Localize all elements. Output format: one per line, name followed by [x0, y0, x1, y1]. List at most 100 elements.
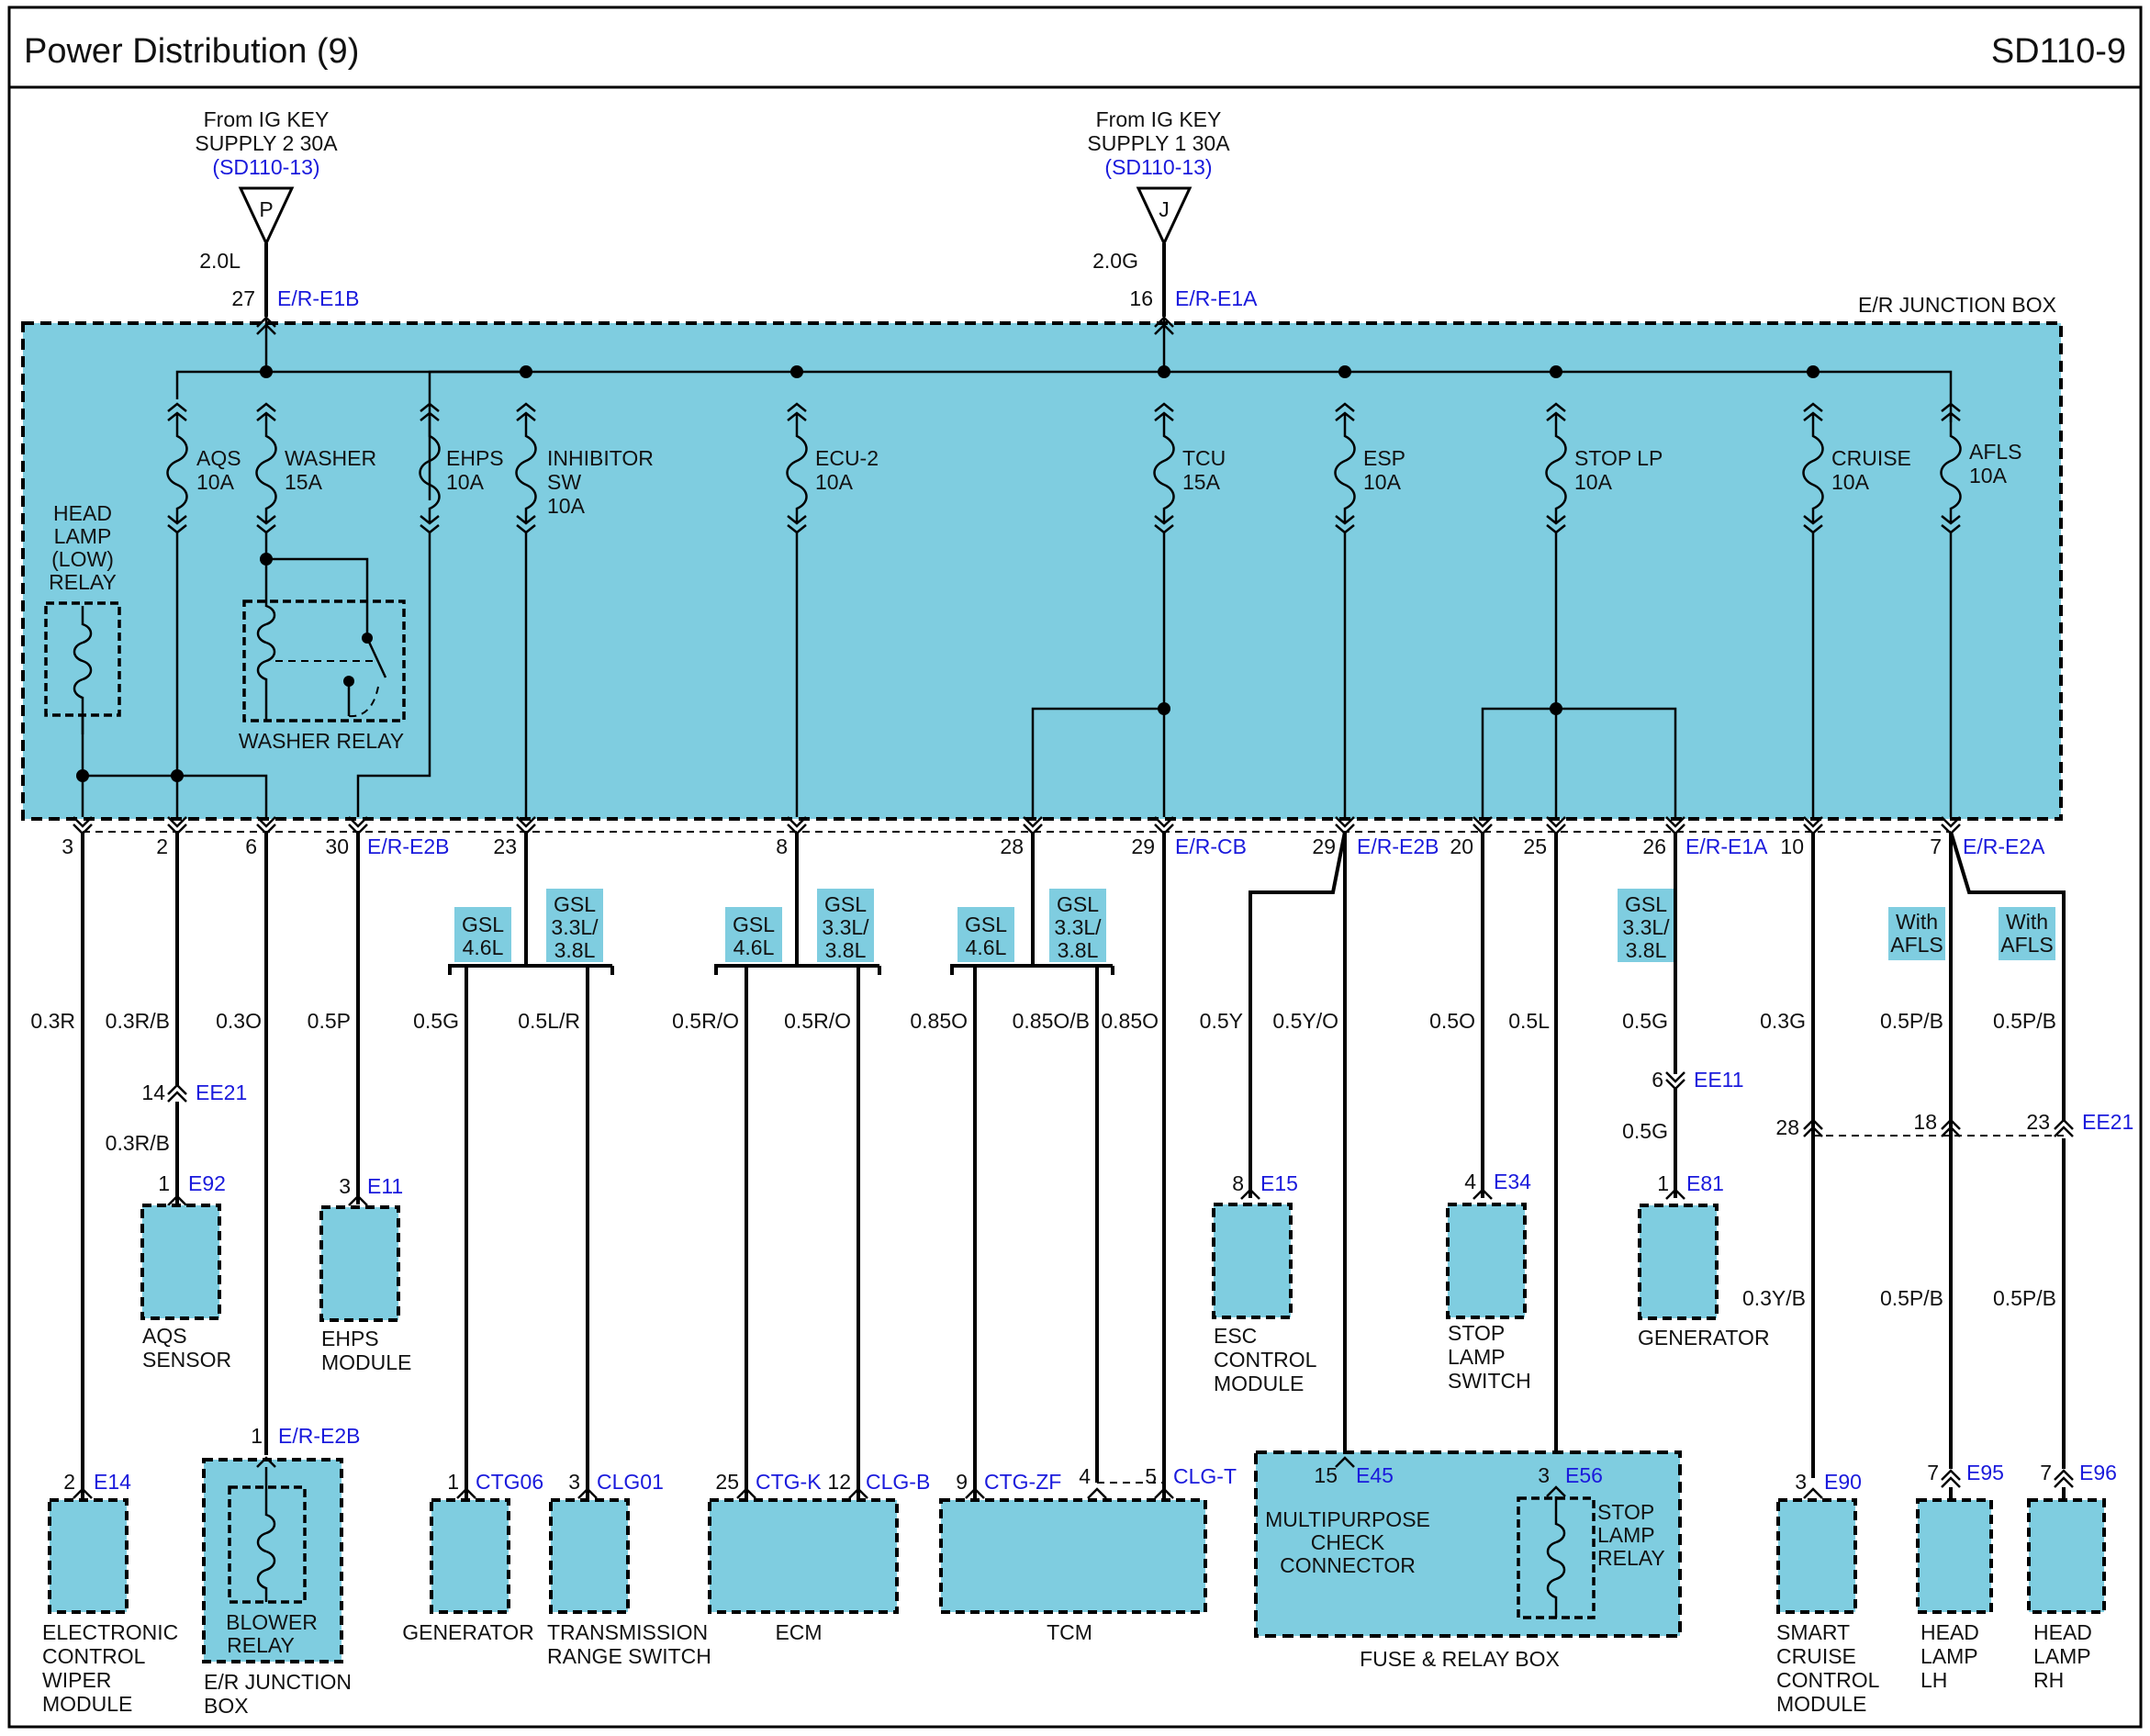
svg-text:LAMP: LAMP — [2033, 1644, 2091, 1668]
svg-text:RANGE SWITCH: RANGE SWITCH — [547, 1644, 711, 1668]
svg-text:9: 9 — [956, 1470, 968, 1494]
svg-text:1: 1 — [158, 1171, 170, 1195]
svg-text:3.3L/: 3.3L/ — [822, 915, 869, 939]
svg-text:5: 5 — [1145, 1464, 1157, 1488]
svg-text:AFLS: AFLS — [1969, 440, 2022, 464]
svg-text:23: 23 — [493, 834, 517, 858]
wire-labels: 0.3R 0.3R/B 0.3O 0.5P 0.5G 0.5L/R 0.5R/O… — [30, 1009, 2056, 1310]
svg-text:GENERATOR: GENERATOR — [402, 1620, 534, 1644]
svg-text:MODULE: MODULE — [42, 1692, 132, 1716]
washer-relay: WASHER RELAY — [239, 532, 406, 753]
svg-text:CTG06: CTG06 — [476, 1470, 543, 1494]
svg-text:P: P — [259, 197, 273, 221]
svg-text:WASHER RELAY: WASHER RELAY — [239, 729, 404, 753]
svg-text:E/R-E1A: E/R-E1A — [1685, 834, 1768, 858]
svg-text:SMART: SMART — [1776, 1620, 1850, 1644]
svg-text:GSL: GSL — [554, 892, 596, 916]
svg-text:10A: 10A — [1969, 464, 2008, 487]
generator-ctg06: 1 CTG06 GENERATOR — [402, 1470, 543, 1644]
svg-text:MODULE: MODULE — [321, 1350, 411, 1374]
svg-text:E14: E14 — [94, 1470, 131, 1494]
svg-text:WASHER: WASHER — [285, 446, 376, 470]
svg-text:AFLS: AFLS — [1890, 933, 1943, 957]
svg-text:AQS: AQS — [196, 446, 241, 470]
svg-text:0.5Y/O: 0.5Y/O — [1272, 1009, 1338, 1033]
svg-text:ELECTRONIC: ELECTRONIC — [42, 1620, 178, 1644]
svg-text:10A: 10A — [815, 470, 854, 494]
svg-text:27: 27 — [231, 286, 255, 310]
svg-text:10: 10 — [1780, 834, 1804, 858]
svg-text:3: 3 — [568, 1470, 580, 1494]
svg-text:STOP LP: STOP LP — [1574, 446, 1663, 470]
svg-text:3.3L/: 3.3L/ — [1054, 915, 1102, 939]
svg-text:3: 3 — [62, 834, 73, 858]
er-junction-box — [21, 321, 2063, 821]
svg-text:STOP: STOP — [1448, 1321, 1505, 1345]
smart-cruise-control-module: 3 E90 SMART CRUISE CONTROL MODULE — [1776, 1470, 1880, 1716]
svg-text:LAMP: LAMP — [1448, 1345, 1506, 1369]
svg-text:EHPS: EHPS — [446, 446, 504, 470]
svg-text:3.8L: 3.8L — [1626, 938, 1667, 962]
svg-text:7: 7 — [1930, 834, 1942, 858]
svg-text:3.8L: 3.8L — [825, 938, 867, 962]
svg-text:TCM: TCM — [1047, 1620, 1092, 1644]
svg-text:(LOW): (LOW) — [51, 547, 114, 571]
svg-text:3.3L/: 3.3L/ — [1622, 915, 1670, 939]
svg-text:GSL: GSL — [965, 913, 1007, 936]
page-frame — [7, 6, 2143, 1729]
svg-text:EHPS: EHPS — [321, 1327, 379, 1350]
svg-text:6: 6 — [245, 834, 257, 858]
svg-text:CONTROL: CONTROL — [1214, 1348, 1317, 1372]
svg-text:E81: E81 — [1686, 1171, 1724, 1195]
svg-text:0.5P: 0.5P — [308, 1009, 351, 1033]
svg-text:E56: E56 — [1565, 1463, 1603, 1487]
svg-text:MODULE: MODULE — [1776, 1692, 1866, 1716]
blower-relay: 1 E/R-E2B BLOWER RELAY E/R JUNCTION BOX — [202, 1424, 360, 1718]
svg-text:3: 3 — [339, 1174, 351, 1198]
svg-text:E96: E96 — [2079, 1461, 2117, 1484]
svg-text:LAMP: LAMP — [54, 524, 112, 548]
svg-text:0.5G: 0.5G — [413, 1009, 459, 1033]
svg-text:3.8L: 3.8L — [1058, 938, 1099, 962]
svg-text:AQS: AQS — [142, 1324, 187, 1348]
svg-text:CONNECTOR: CONNECTOR — [1280, 1553, 1416, 1577]
svg-text:15A: 15A — [285, 470, 323, 494]
fuse-esp: ESP 10A — [1334, 402, 1405, 534]
svg-text:FUSE & RELAY BOX: FUSE & RELAY BOX — [1360, 1647, 1560, 1671]
svg-text:GSL: GSL — [1057, 892, 1099, 916]
inline-connector-ee21-aqs: 14 EE21 — [141, 1081, 247, 1104]
svg-text:10A: 10A — [196, 470, 235, 494]
svg-text:HEAD: HEAD — [2033, 1620, 2092, 1644]
svg-text:10A: 10A — [1574, 470, 1613, 494]
svg-text:10A: 10A — [446, 470, 485, 494]
svg-text:4: 4 — [1464, 1170, 1476, 1193]
internal-wiring — [76, 532, 1953, 817]
svg-text:3.8L: 3.8L — [554, 938, 596, 962]
svg-text:0.5G: 0.5G — [1622, 1009, 1668, 1033]
svg-text:20: 20 — [1450, 834, 1473, 858]
svg-text:0.3R: 0.3R — [30, 1009, 75, 1033]
svg-text:10A: 10A — [1831, 470, 1870, 494]
svg-text:LAMP: LAMP — [1920, 1644, 1978, 1668]
svg-text:10A: 10A — [547, 494, 586, 518]
svg-text:HEAD: HEAD — [53, 501, 112, 525]
svg-text:BLOWER: BLOWER — [226, 1610, 318, 1634]
svg-text:E/R JUNCTION: E/R JUNCTION — [204, 1670, 352, 1694]
svg-text:23: 23 — [2026, 1110, 2050, 1134]
electronic-control-wiper-module: 2 E14 ELECTRONIC CONTROL WIPER MODULE — [42, 1470, 178, 1716]
svg-text:SWITCH: SWITCH — [1448, 1369, 1531, 1393]
svg-text:WIPER: WIPER — [42, 1668, 111, 1692]
svg-text:6: 6 — [1652, 1068, 1663, 1092]
fuse-cruise: CRUISE 10A — [1802, 402, 1911, 534]
svg-text:28: 28 — [1775, 1115, 1799, 1139]
svg-text:16: 16 — [1129, 286, 1153, 310]
svg-text:ECM: ECM — [775, 1620, 822, 1644]
svg-text:29: 29 — [1312, 834, 1336, 858]
svg-text:From IG KEY: From IG KEY — [1096, 107, 1222, 131]
svg-text:0.5Y: 0.5Y — [1200, 1009, 1243, 1033]
er-junction-box-label: E/R JUNCTION BOX — [1858, 293, 2056, 317]
fuse-washer: WASHER 15A — [255, 402, 376, 534]
svg-text:RH: RH — [2033, 1668, 2064, 1692]
ehps-module: 3 E11 EHPS MODULE — [319, 1174, 411, 1374]
fuse-ehps: EHPS 10A — [419, 402, 504, 534]
